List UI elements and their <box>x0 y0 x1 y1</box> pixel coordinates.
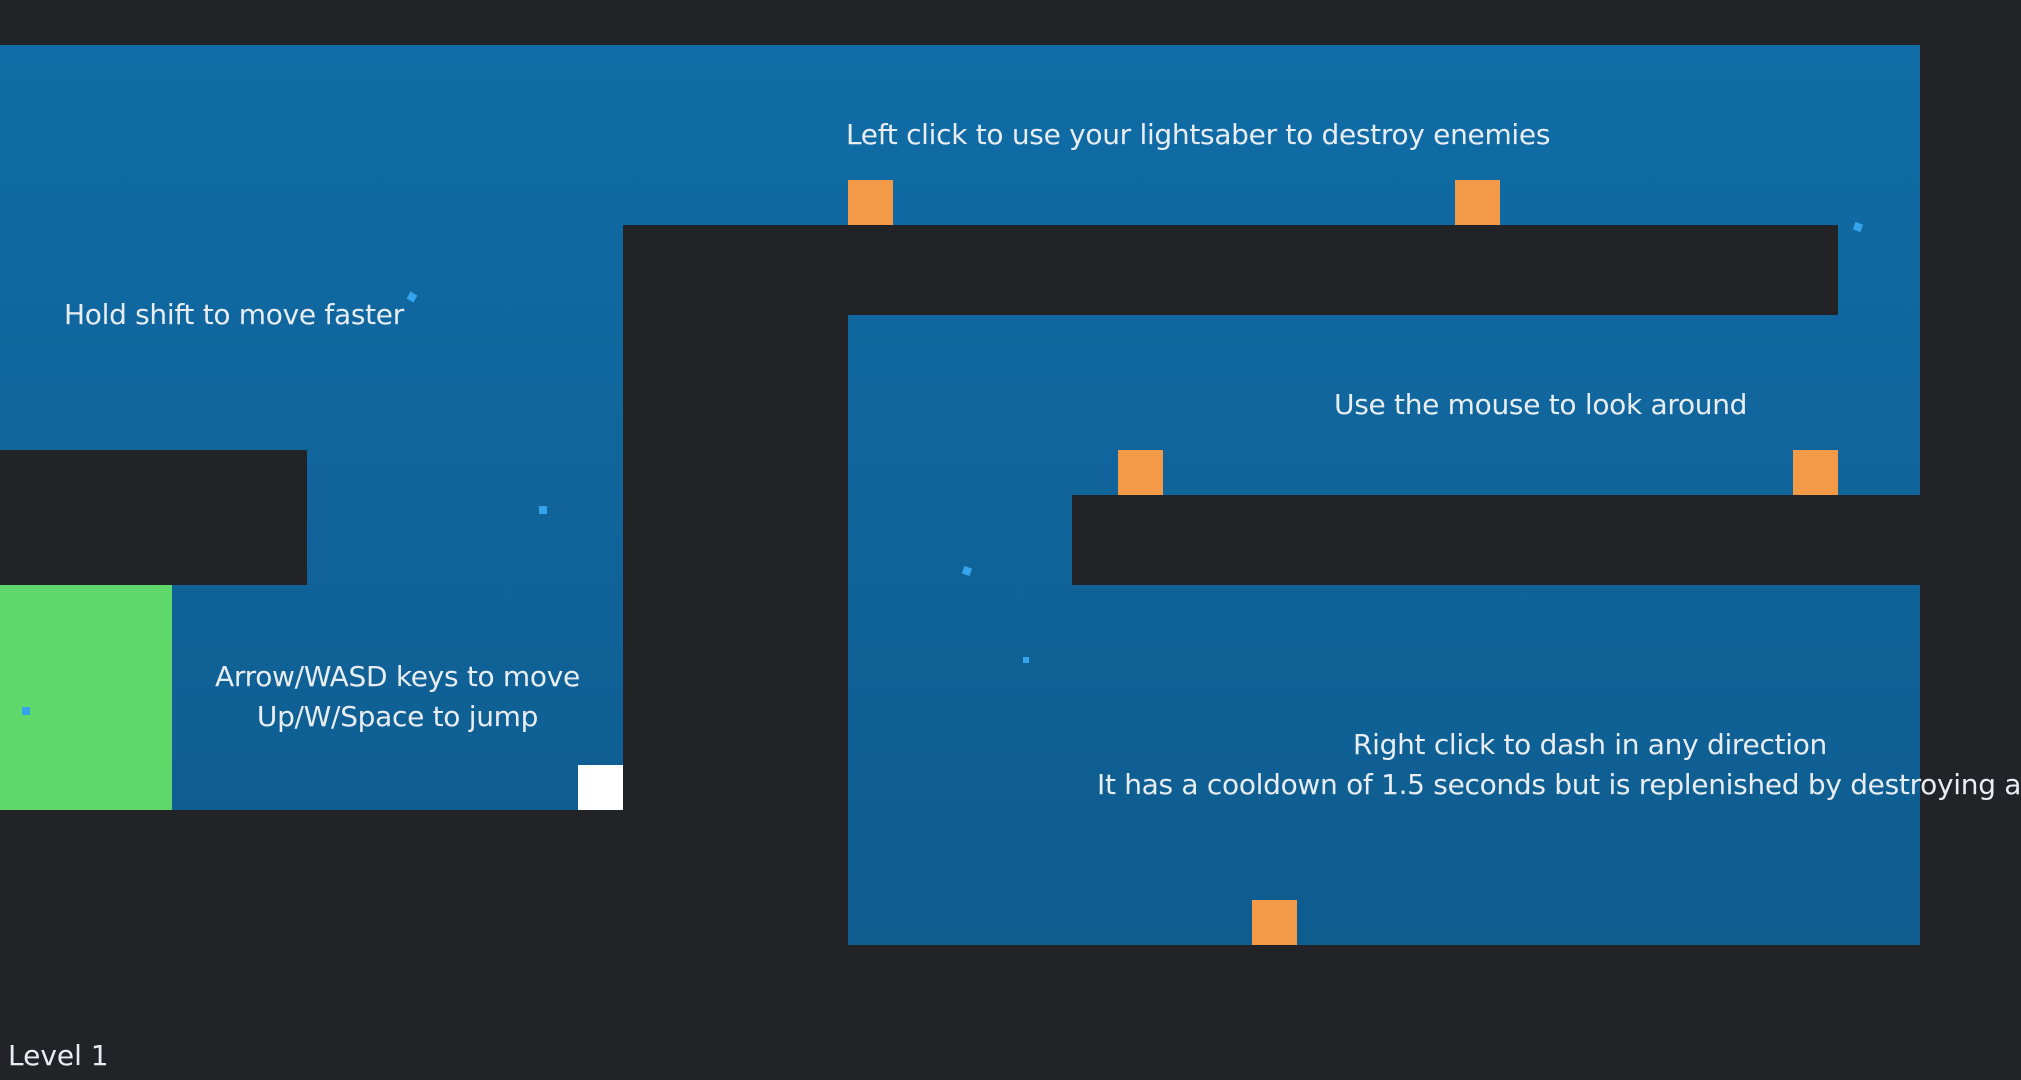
player-character <box>578 765 623 810</box>
enemy <box>1252 900 1297 945</box>
ambient-particle <box>1023 657 1029 663</box>
level-exit-goal <box>0 585 172 810</box>
hint-dash-cooldown-line: It has a cooldown of 1.5 seconds but is … <box>1097 768 2021 801</box>
hint-jump-line: Up/W/Space to jump <box>256 700 539 733</box>
enemy <box>848 180 893 225</box>
bottom-floor <box>848 945 1920 1080</box>
left-ledge-platform <box>0 450 307 585</box>
hint-dash-line: Right click to dash in any direction <box>1353 728 1827 761</box>
hint-move-line: Arrow/WASD keys to move <box>215 660 580 693</box>
middle-right-platform <box>1072 495 1920 585</box>
level-indicator: Level 1 <box>8 1039 109 1072</box>
hint-shift: Hold shift to move faster <box>64 298 404 331</box>
lower-left-floor <box>0 810 848 1080</box>
hint-mouse: Use the mouse to look around <box>1334 388 1748 421</box>
enemy <box>1793 450 1838 495</box>
enemy <box>1455 180 1500 225</box>
enemy <box>1118 450 1163 495</box>
ambient-particle <box>22 707 30 715</box>
hint-lightsaber: Left click to use your lightsaber to des… <box>846 118 1551 151</box>
hint-movement: Arrow/WASD keys to move Up/W/Space to ju… <box>180 657 615 737</box>
ambient-particle <box>539 506 547 514</box>
hint-dash: Right click to dash in any direction It … <box>1097 725 2021 805</box>
